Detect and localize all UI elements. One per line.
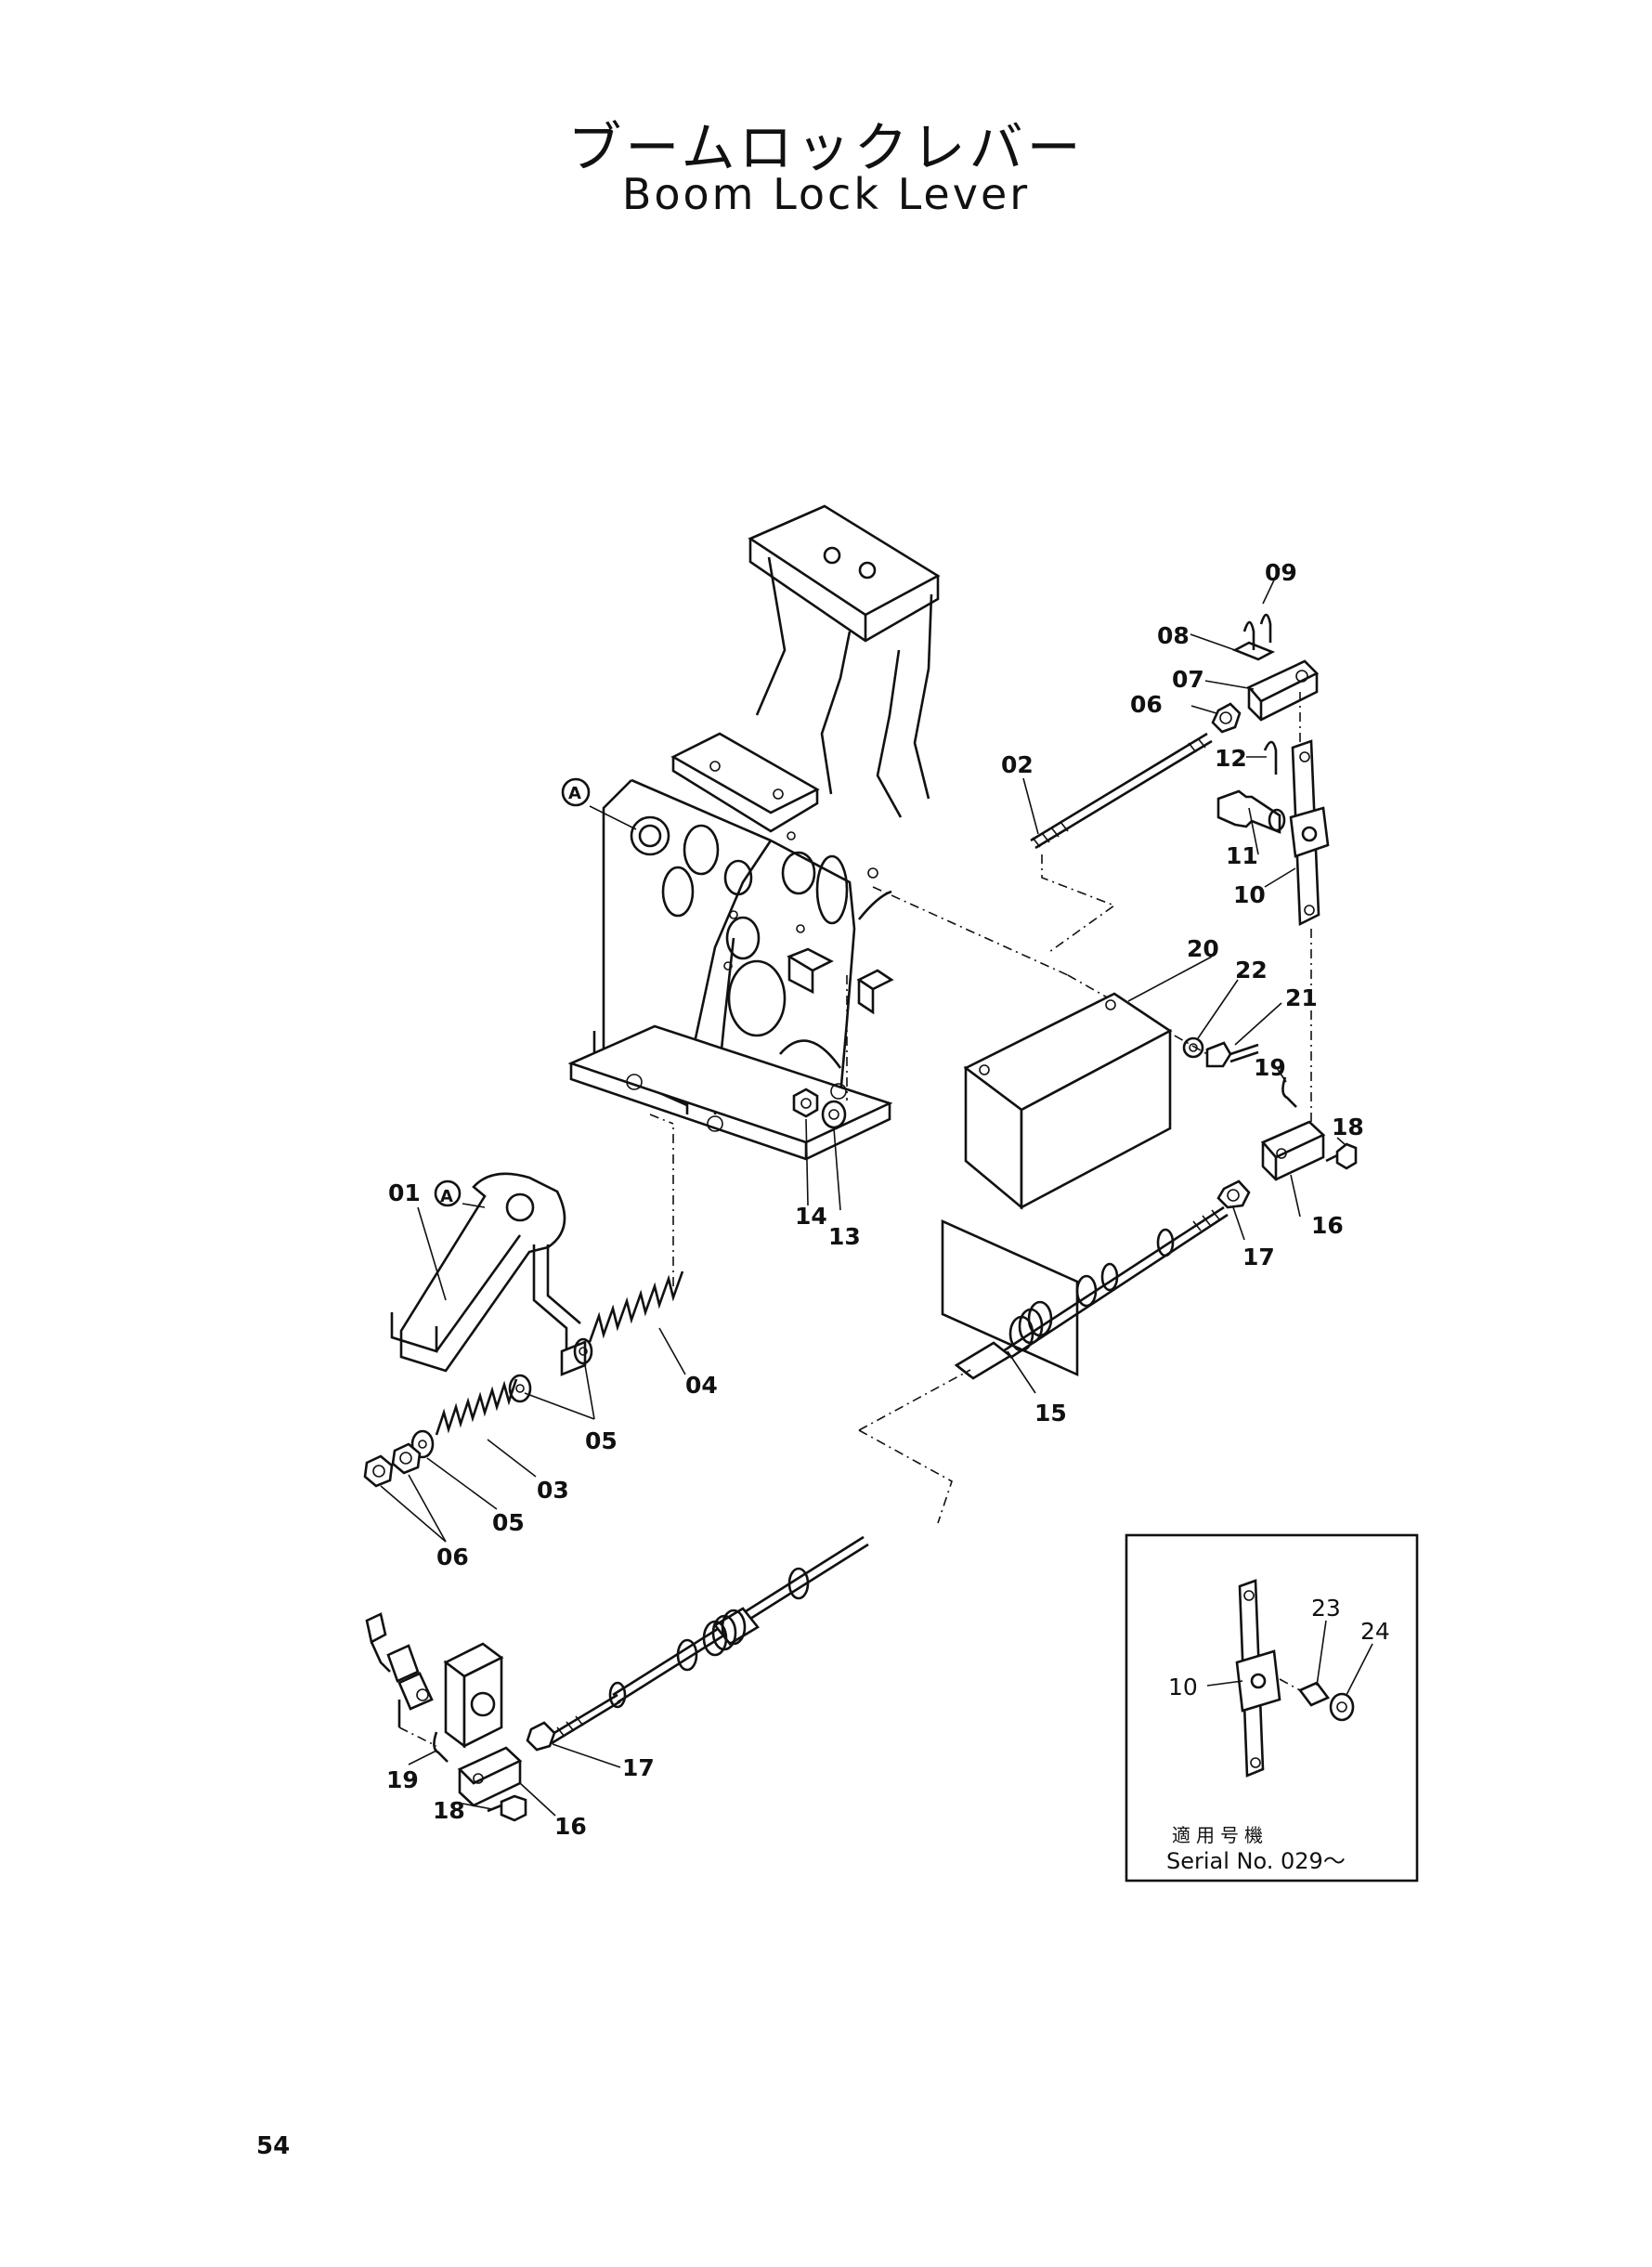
part-label: 19	[1254, 1054, 1286, 1081]
part-label: 15	[1034, 1400, 1067, 1427]
reference-marker-circle	[561, 777, 591, 807]
part-label: 09	[1265, 559, 1297, 586]
inset-box: 23 24 10 適用号機 Serial No. 029～	[1125, 1533, 1419, 1883]
part-label-circled: A	[440, 1187, 453, 1206]
part-label: 17	[622, 1754, 655, 1781]
part-label: 06	[1130, 691, 1163, 718]
part-label: 13	[828, 1223, 861, 1250]
leader-lines	[380, 567, 1346, 1817]
part-label: 16	[554, 1813, 587, 1840]
control-cable	[858, 1205, 1229, 1524]
part-label: 18	[433, 1797, 465, 1824]
part-label: 11	[1226, 842, 1258, 869]
inset-part-label: 24	[1360, 1618, 1390, 1645]
part-label: 22	[1235, 957, 1268, 984]
part-label: 14	[795, 1203, 827, 1230]
part-label: 05	[585, 1427, 618, 1454]
lower-linkage	[365, 1535, 869, 1822]
title-english: Boom Lock Lever	[621, 169, 1031, 219]
cover-plate	[792, 975, 1259, 1377]
inset-part-label: 23	[1311, 1595, 1341, 1622]
part-label: 07	[1172, 666, 1204, 693]
upper-linkage	[872, 613, 1330, 1124]
part-label: 02	[1001, 751, 1034, 778]
part-label: 21	[1285, 984, 1318, 1011]
part-label: 05	[492, 1509, 525, 1536]
part-label: 18	[1332, 1114, 1364, 1140]
part-label: 04	[685, 1372, 718, 1399]
console-frame	[567, 504, 941, 1161]
part-label: 06	[436, 1544, 469, 1570]
part-label: 19	[386, 1766, 419, 1793]
part-label: 17	[1242, 1244, 1275, 1270]
part-label: 03	[537, 1477, 569, 1504]
part-label: 08	[1157, 622, 1190, 649]
part-label: 10	[1233, 881, 1266, 908]
inset-part-label: 10	[1168, 1674, 1198, 1700]
title-japanese: ブームロックレバー	[567, 116, 1085, 179]
right-clevis	[1216, 1076, 1358, 1209]
page-number: 54	[256, 2132, 291, 2160]
lever-assembly	[363, 1114, 684, 1488]
part-label: 16	[1311, 1212, 1344, 1239]
part-label: 20	[1187, 935, 1219, 962]
part-label: 01	[388, 1179, 421, 1206]
part-label: 12	[1215, 745, 1247, 772]
part-labels: 09 08 07 06 02 12 11 10 20 22 21 19 18 1…	[386, 559, 1364, 1840]
serial-label: Serial No. 029～	[1166, 1848, 1346, 1874]
applicable-label: 適用号機	[1172, 1824, 1268, 1846]
part-label-circled: A	[568, 784, 581, 803]
